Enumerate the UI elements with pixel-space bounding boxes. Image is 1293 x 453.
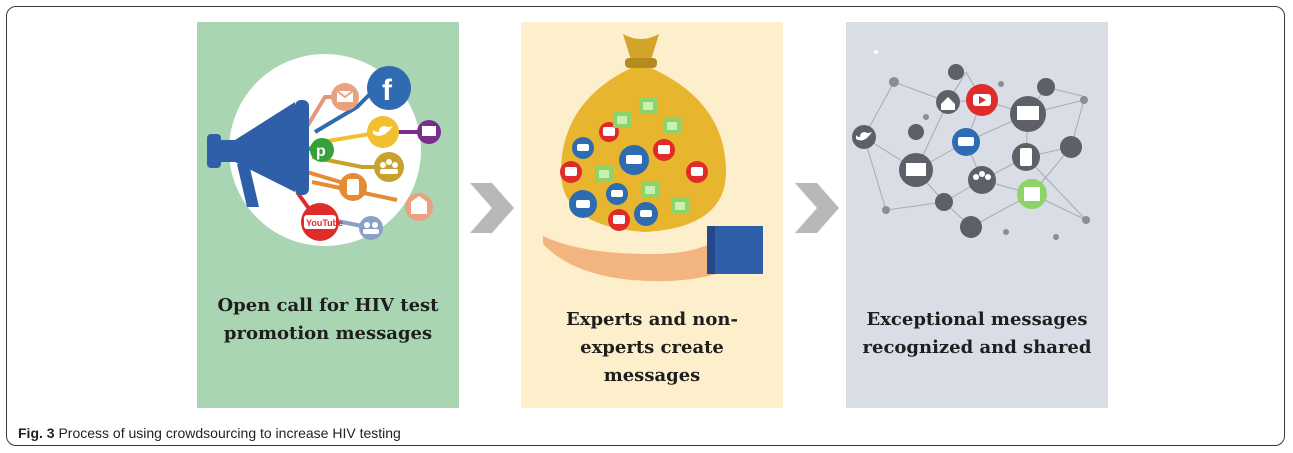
chat-bubble-icon xyxy=(572,137,594,159)
step-label-open-call: Open call for HIV test promotion message… xyxy=(207,292,449,348)
users-icon xyxy=(359,216,383,240)
image-icon xyxy=(671,198,689,214)
create-messages-illustration xyxy=(543,34,763,282)
tablet-icon xyxy=(339,173,367,201)
image-icon xyxy=(641,182,659,198)
network-illustration xyxy=(852,50,1090,240)
twitter-icon xyxy=(367,116,399,148)
chevron-right-icon xyxy=(795,183,839,233)
figure-number: Fig. 3 xyxy=(18,425,55,441)
chat-icon xyxy=(908,124,924,140)
video-icon xyxy=(560,161,582,183)
image-icon xyxy=(639,98,657,114)
video-icon xyxy=(653,139,675,161)
image-icon xyxy=(595,166,613,182)
step-panel-share: Exceptional messages recognized and shar… xyxy=(846,22,1108,408)
chat-icon xyxy=(952,128,980,156)
user-icon xyxy=(948,64,964,80)
image-icon xyxy=(663,118,681,134)
twitter-icon xyxy=(852,125,876,149)
open-call-illustration: f p YouTube xyxy=(207,54,441,246)
svg-text:f: f xyxy=(382,74,393,107)
chat-bubble-icon xyxy=(606,183,628,205)
figure-caption: Fig. 3 Process of using crowdsourcing to… xyxy=(18,425,401,441)
step-label-share: Exceptional messages recognized and shar… xyxy=(856,306,1098,362)
mail-icon xyxy=(331,83,359,111)
chat-bubble-icon xyxy=(634,202,658,226)
email-open-icon xyxy=(405,193,433,221)
chat-bubble-icon xyxy=(619,145,649,175)
step-label-create-messages: Experts and non- experts create messages xyxy=(531,306,773,390)
mail-icon xyxy=(1037,78,1055,96)
youtube-icon xyxy=(966,84,998,116)
step-label-line: Experts and non- xyxy=(566,309,738,330)
group-icon xyxy=(968,166,996,194)
step-label-line: Open call for HIV test xyxy=(217,295,439,316)
monitor-icon xyxy=(417,120,441,144)
hand-icon xyxy=(543,226,763,282)
step-label-line: experts create messages xyxy=(580,337,724,386)
video-icon xyxy=(686,161,708,183)
facebook-icon: f xyxy=(367,66,411,110)
figure-frame xyxy=(6,6,1285,446)
group-icon xyxy=(374,152,404,182)
video-icon xyxy=(608,209,630,231)
step-panel-open-call: f p YouTube Open call for HIV test promo… xyxy=(197,22,459,408)
users-icon xyxy=(960,216,982,238)
image-icon xyxy=(613,112,631,128)
rss-icon xyxy=(1060,136,1082,158)
chat-bubble-icon xyxy=(569,190,597,218)
phone-icon xyxy=(1012,143,1040,171)
megaphone-icon xyxy=(207,100,309,207)
svg-text:YouTube: YouTube xyxy=(306,218,343,228)
monitor-icon xyxy=(1010,96,1046,132)
step-panel-create-messages: Experts and non- experts create messages xyxy=(521,22,783,408)
step-label-line: promotion messages xyxy=(223,323,433,344)
chevron-right-icon xyxy=(470,183,514,233)
monitor-icon xyxy=(899,153,933,187)
step-label-line: Exceptional messages xyxy=(866,309,1088,330)
video-icon xyxy=(935,193,953,211)
step-label-line: recognized and shared xyxy=(862,337,1092,358)
svg-text:p: p xyxy=(316,143,326,160)
image-icon xyxy=(1017,179,1047,209)
home-icon xyxy=(936,90,960,114)
youtube-icon: YouTube xyxy=(301,203,343,241)
figure-caption-text: Process of using crowdsourcing to increa… xyxy=(58,425,401,441)
pinterest-icon: p xyxy=(310,138,334,162)
